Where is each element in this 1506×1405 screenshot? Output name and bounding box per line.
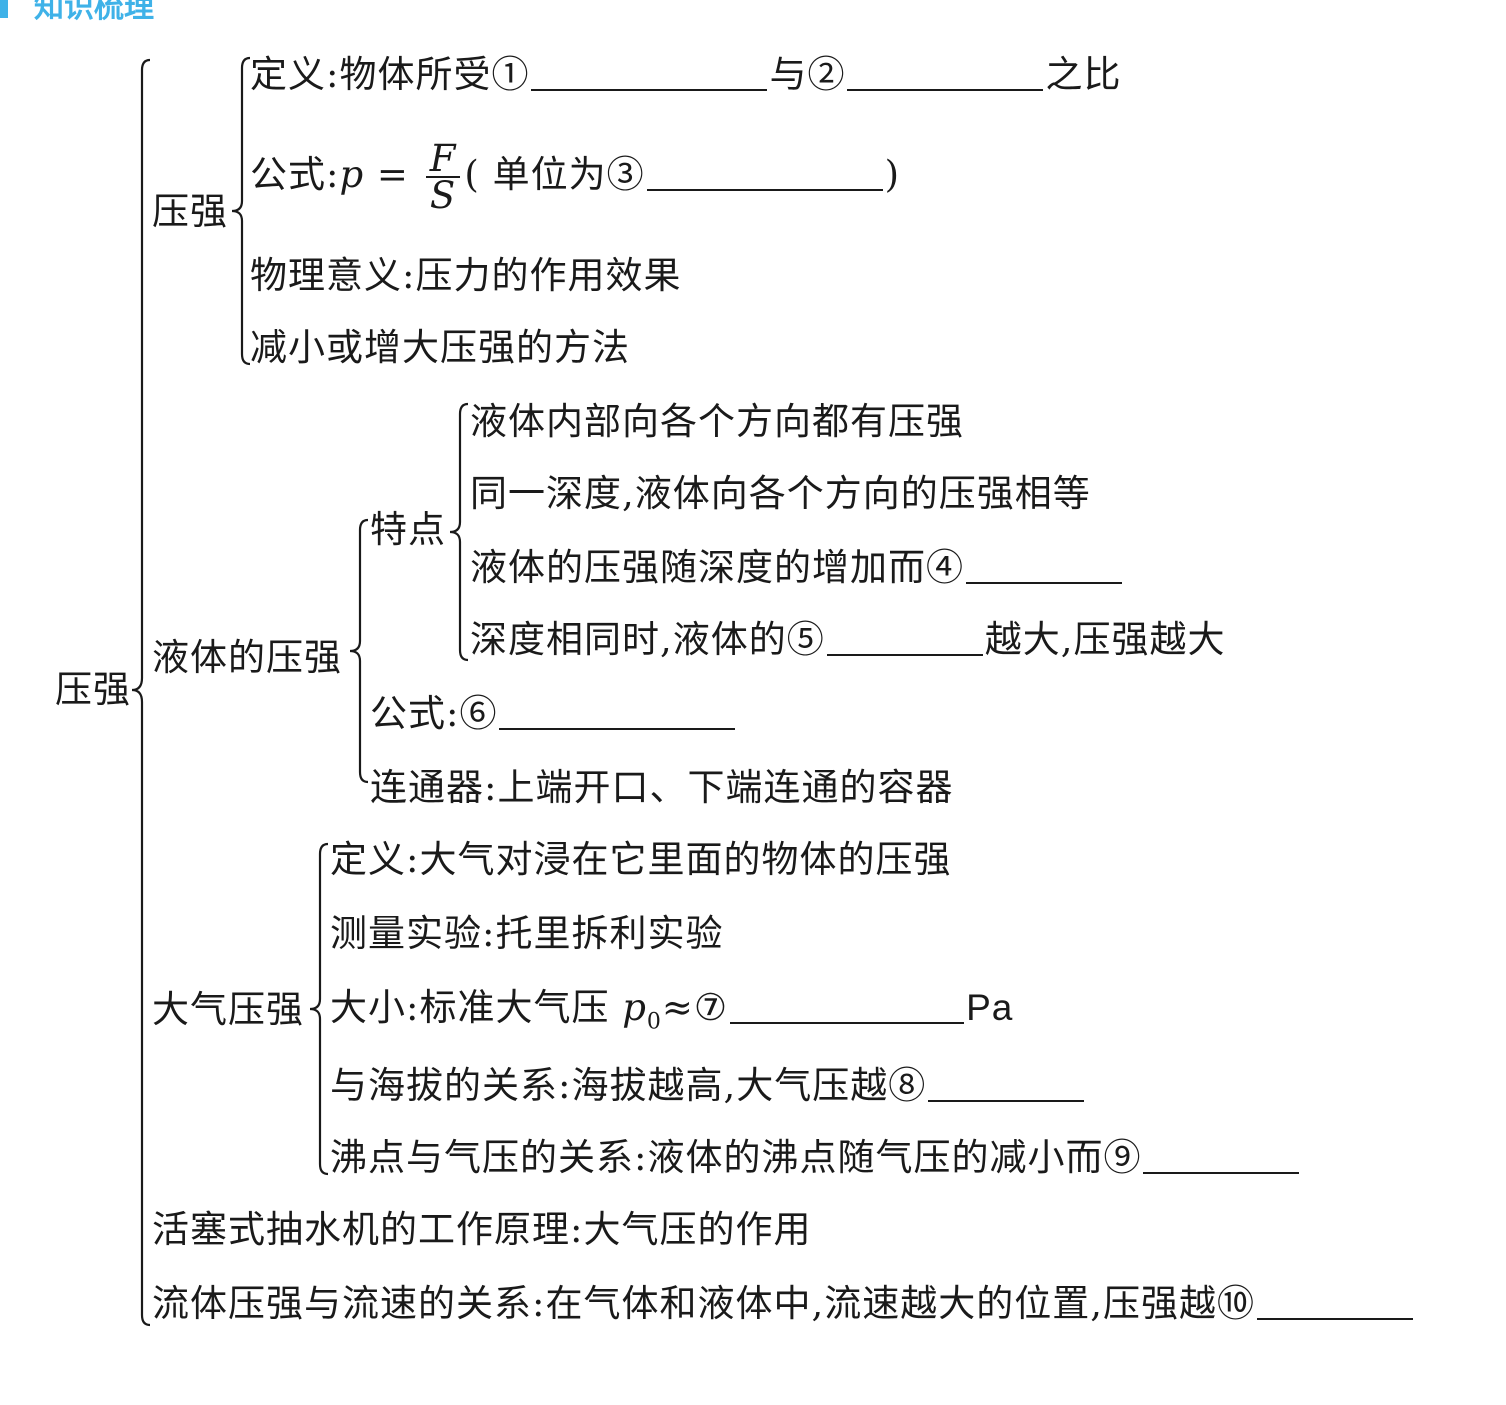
blank-1[interactable] [531, 59, 768, 91]
liquid-formula: 公式:⑥ [370, 692, 737, 736]
pressure-brace [231, 56, 251, 366]
connector: 连通器:上端开口、下端连通的容器 [370, 766, 954, 809]
feature-2: 同一深度,液体向各个方向的压强相等 [470, 472, 1091, 515]
header-title: 知识梳理 [34, 0, 154, 25]
blank-6[interactable] [499, 698, 736, 730]
pump-principle: 活塞式抽水机的工作原理:大气压的作用 [152, 1208, 812, 1251]
blank-2[interactable] [847, 59, 1044, 91]
feature-1: 液体内部向各个方向都有压强 [470, 400, 964, 443]
liquid-label: 液体的压强 [152, 636, 342, 679]
atmos-definition: 定义:大气对浸在它里面的物体的压强 [330, 838, 952, 881]
pressure-meaning: 物理意义:压力的作用效果 [250, 254, 682, 297]
pressure-label: 压强 [152, 190, 228, 233]
pressure-methods: 减小或增大压强的方法 [250, 326, 630, 369]
blank-10[interactable] [1257, 1288, 1413, 1320]
blank-3[interactable] [646, 159, 883, 191]
blank-5[interactable] [826, 624, 983, 656]
atmos-label: 大气压强 [152, 988, 304, 1031]
root-brace [131, 58, 151, 1327]
features-brace [449, 402, 469, 662]
section-header: 知识梳理 [0, 0, 154, 25]
root-label: 压强 [55, 668, 131, 711]
blank-7[interactable] [730, 992, 965, 1024]
atmos-experiment: 测量实验:托里拆利实验 [330, 912, 724, 955]
header-marker-icon [0, 0, 8, 18]
blank-9[interactable] [1143, 1142, 1300, 1174]
atmos-altitude: 与海拔的关系:海拔越高,大气压越⑧ [330, 1064, 1086, 1108]
fluid-relation: 流体压强与流速的关系:在气体和液体中,流速越大的位置,压强越⑩ [152, 1282, 1415, 1326]
atmos-brace [309, 842, 329, 1176]
atmos-boiling: 沸点与气压的关系:液体的沸点随气压的减小而⑨ [330, 1136, 1301, 1180]
blank-8[interactable] [928, 1070, 1085, 1102]
features-label: 特点 [370, 508, 446, 551]
blank-4[interactable] [966, 552, 1122, 584]
feature-3: 液体的压强随深度的增加而④ [470, 546, 1124, 590]
liquid-brace [349, 518, 369, 784]
